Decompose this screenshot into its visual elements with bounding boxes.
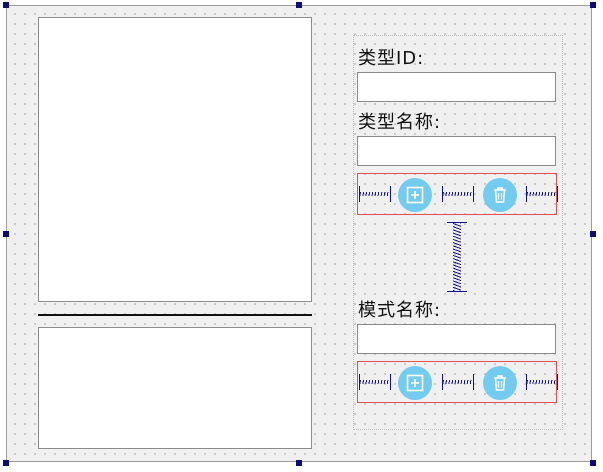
add-mode-button[interactable]	[398, 366, 432, 400]
type-list-view[interactable]	[38, 17, 312, 302]
resize-handle-top-left[interactable]	[3, 2, 9, 8]
mode-button-layout	[357, 361, 558, 403]
delete-mode-button[interactable]	[483, 366, 517, 400]
resize-handle-top-center[interactable]	[296, 2, 302, 8]
horizontal-spacer	[359, 374, 391, 390]
type-button-layout	[357, 173, 558, 215]
add-square-icon	[406, 186, 424, 204]
horizontal-spacer	[359, 186, 391, 202]
mode-name-input[interactable]	[357, 324, 556, 354]
resize-handle-bottom-right[interactable]	[590, 460, 596, 466]
type-id-input[interactable]	[357, 72, 556, 102]
add-square-icon	[406, 374, 424, 392]
add-type-button[interactable]	[398, 178, 432, 212]
horizontal-spacer	[526, 374, 558, 390]
type-name-label: 类型名称:	[358, 112, 442, 133]
resize-handle-bottom-left[interactable]	[3, 460, 9, 466]
horizontal-spacer	[442, 186, 474, 202]
resize-handle-middle-right[interactable]	[590, 231, 596, 237]
trash-icon	[494, 187, 506, 203]
type-id-label: 类型ID:	[358, 48, 425, 69]
right-form-layout	[353, 35, 563, 430]
resize-handle-middle-left[interactable]	[3, 231, 9, 237]
horizontal-separator	[38, 314, 312, 316]
type-name-input[interactable]	[357, 136, 556, 166]
mode-name-label: 模式名称:	[358, 300, 442, 321]
trash-icon	[494, 375, 506, 391]
resize-handle-top-right[interactable]	[590, 2, 596, 8]
resize-handle-bottom-center[interactable]	[296, 460, 302, 466]
horizontal-spacer	[442, 374, 474, 390]
mode-list-view[interactable]	[38, 327, 312, 449]
horizontal-spacer	[526, 186, 558, 202]
delete-type-button[interactable]	[483, 178, 517, 212]
vertical-spacer	[447, 222, 467, 292]
